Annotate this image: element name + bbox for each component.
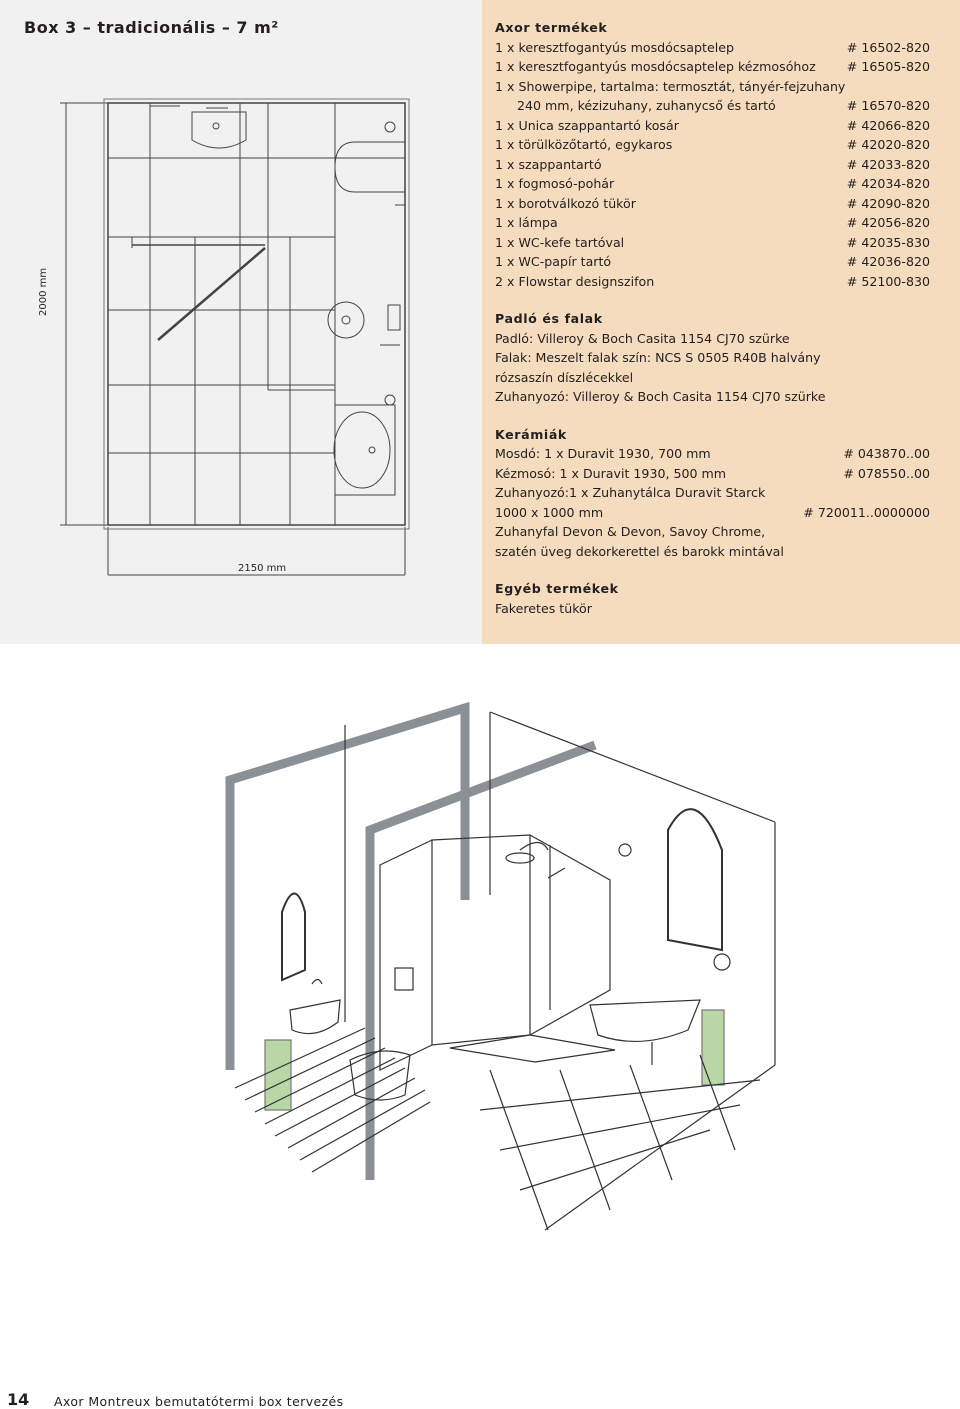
item-text: 1 x keresztfogantyús mosdócsaptelep kézm…	[495, 59, 816, 74]
list-item: Mosdó: 1 x Duravit 1930, 700 mm # 043870.…	[495, 444, 930, 464]
item-code: # 16570-820	[846, 98, 930, 113]
product-list-panel	[482, 0, 960, 644]
item-text: 1 x Showerpipe, tartalma: termosztát, tá…	[495, 78, 846, 94]
list-item: 1 x törülközőtartó, egykaros # 42020-820	[495, 135, 930, 155]
list-item: Zuhanyfal Devon & Devon, Savoy Chrome,	[495, 522, 930, 542]
item-text: 2 x Flowstar designszifon	[495, 273, 655, 289]
item-text: 1 x Unica szappantartó kosár	[495, 117, 679, 133]
item-code: # 078550..00	[843, 465, 930, 481]
ceramics-title: Kerámiák	[495, 426, 567, 442]
text-line: Fakeretes tükör	[495, 600, 592, 616]
text-line: Zuhanyozó: Villeroy & Boch Casita 1154 C…	[495, 389, 826, 404]
floor-plan-panel	[0, 0, 482, 644]
page-number: 14	[7, 1390, 30, 1409]
list-item: 1 x borotválkozó tükör # 42090-820	[495, 194, 930, 214]
item-code: # 043870..00	[843, 446, 930, 461]
footer-title: Axor Montreux bemutatótermi box tervezés	[54, 1394, 344, 1409]
item-code: # 16502-820	[846, 39, 930, 55]
item-code: # 52100-830	[846, 273, 930, 289]
products-list: 1 x keresztfogantyús mosdócsaptelep # 165…	[495, 38, 930, 292]
bathroom-sketch	[225, 701, 776, 1231]
list-item: Zuhanyozó:1 x Zuhanytálca Duravit Starck	[495, 483, 930, 503]
list-item: 2 x Flowstar designszifon # 52100-830	[495, 272, 930, 292]
item-code: # 42020-820	[846, 137, 930, 152]
list-item: 1 x Unica szappantartó kosár # 42066-820	[495, 116, 930, 136]
list-item: 1 x keresztfogantyús mosdócsaptelep # 165…	[495, 38, 930, 58]
item-text: 1 x WC-papír tartó	[495, 254, 612, 269]
products-title: Axor termékek	[495, 20, 608, 35]
list-item: Kézmosó: 1 x Duravit 1930, 500 mm # 07855…	[495, 464, 930, 484]
item-text: 1 x lámpa	[495, 215, 558, 230]
product-info: Axor termékek 1 x keresztfogantyús mosdó…	[495, 18, 930, 618]
item-text: 1 x borotválkozó tükör	[495, 195, 636, 211]
list-item: 1 x keresztfogantyús mosdócsaptelep kézm…	[495, 57, 930, 77]
item-text: 1 x keresztfogantyús mosdócsaptelep	[495, 39, 734, 55]
list-item: 1000 x 1000 mm # 720011..0000000	[495, 503, 930, 523]
item-code: # 42035-830	[846, 234, 930, 250]
floor-walls-list: Padló: Villeroy & Boch Casita 1154 CJ70 …	[495, 329, 930, 407]
item-text: Zuhanyozó:1 x Zuhanytálca Duravit Starck	[495, 485, 766, 500]
item-text: 1 x fogmosó-pohár	[495, 176, 615, 191]
text-line: Padló: Villeroy & Boch Casita 1154 CJ70 …	[495, 330, 790, 346]
text-line: Falak: Meszelt falak szín: NCS S 0505 R4…	[495, 350, 821, 365]
list-item: 240 mm, kézizuhany, zuhanycső és tartó # …	[495, 96, 930, 116]
item-text: Kézmosó: 1 x Duravit 1930, 500 mm	[495, 465, 727, 481]
item-text: 1 x szappantartó	[495, 156, 602, 172]
item-code: # 42033-820	[846, 156, 930, 172]
other-products-list: Fakeretes tükör	[495, 599, 930, 619]
list-item: 1 x WC-kefe tartóval # 42035-830	[495, 233, 930, 253]
item-text: 240 mm, kézizuhany, zuhanycső és tartó	[517, 98, 776, 113]
plan-width-dimension: 2150 mm	[238, 563, 287, 574]
item-code: # 42036-820	[846, 254, 930, 269]
item-code: # 42034-820	[846, 176, 930, 191]
item-code: # 42066-820	[846, 117, 930, 133]
text-line: rózsaszín díszlécekkel	[495, 369, 634, 385]
item-text: Zuhanyfal Devon & Devon, Savoy Chrome,	[495, 524, 766, 539]
item-code: # 720011..0000000	[803, 504, 930, 520]
item-text: szatén üveg dekorkerettel és barokk mint…	[495, 543, 784, 559]
list-item: 1 x lámpa # 42056-820	[495, 213, 930, 233]
list-item: 1 x Showerpipe, tartalma: termosztát, tá…	[495, 77, 930, 97]
list-item: 1 x szappantartó # 42033-820	[495, 155, 930, 175]
floor-walls-title: Padló és falak	[495, 311, 603, 326]
item-text: 1000 x 1000 mm	[495, 504, 604, 520]
item-code: # 42090-820	[846, 195, 930, 211]
other-products-title: Egyéb termékek	[495, 581, 619, 596]
list-item: 1 x fogmosó-pohár # 42034-820	[495, 174, 930, 194]
list-item: szatén üveg dekorkerettel és barokk mint…	[495, 542, 930, 562]
item-text: Mosdó: 1 x Duravit 1930, 700 mm	[495, 446, 711, 461]
plan-height-dimension: 2000 mm	[38, 267, 49, 316]
list-item: 1 x WC-papír tartó # 42036-820	[495, 252, 930, 272]
page-title: Box 3 – tradicionális – 7 m²	[24, 18, 279, 37]
ceramics-list: Mosdó: 1 x Duravit 1930, 700 mm # 043870.…	[495, 444, 930, 561]
floor-plan-drawing	[60, 98, 410, 576]
item-text: 1 x WC-kefe tartóval	[495, 234, 625, 250]
item-text: 1 x törülközőtartó, egykaros	[495, 137, 673, 152]
item-code: # 16505-820	[846, 59, 930, 74]
item-code: # 42056-820	[846, 215, 930, 230]
